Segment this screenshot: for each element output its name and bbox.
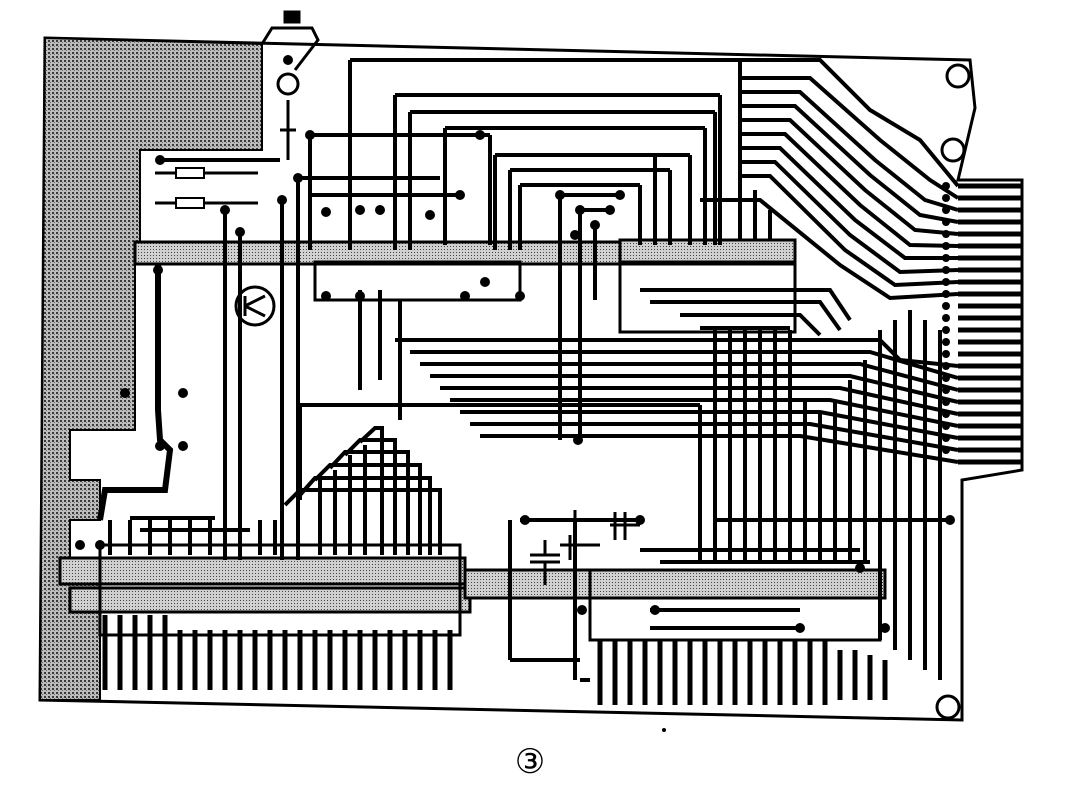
ic-footprint bbox=[313, 260, 522, 302]
vertical-traces bbox=[223, 60, 942, 680]
staircase-traces bbox=[283, 426, 442, 555]
transistor-symbol bbox=[234, 285, 276, 327]
lower-bus-a bbox=[58, 556, 467, 586]
pin-comb-left bbox=[102, 615, 453, 690]
pad-column-right bbox=[942, 182, 950, 454]
ic-footprint bbox=[618, 260, 797, 334]
mounting-hole bbox=[935, 694, 961, 720]
mounting-hole bbox=[945, 63, 971, 89]
lower-bus-c bbox=[463, 568, 887, 600]
horizontal-traces bbox=[130, 58, 959, 682]
capacitor-cluster bbox=[530, 510, 640, 585]
upper-bus-right bbox=[618, 238, 797, 266]
solder-pads bbox=[75, 55, 955, 633]
resistor-pair bbox=[155, 167, 258, 209]
bus-stubs-top bbox=[108, 445, 367, 555]
figure-caption: ③ bbox=[514, 742, 546, 782]
ground-plane-inner-edge bbox=[97, 265, 174, 521]
registration-mark bbox=[662, 728, 666, 732]
lower-bus-b bbox=[68, 586, 472, 614]
edge-connector bbox=[958, 183, 1022, 465]
pin-comb-right bbox=[597, 640, 888, 705]
switch-component bbox=[260, 10, 320, 160]
fanout-traces bbox=[700, 58, 960, 301]
mounting-hole bbox=[940, 137, 966, 163]
